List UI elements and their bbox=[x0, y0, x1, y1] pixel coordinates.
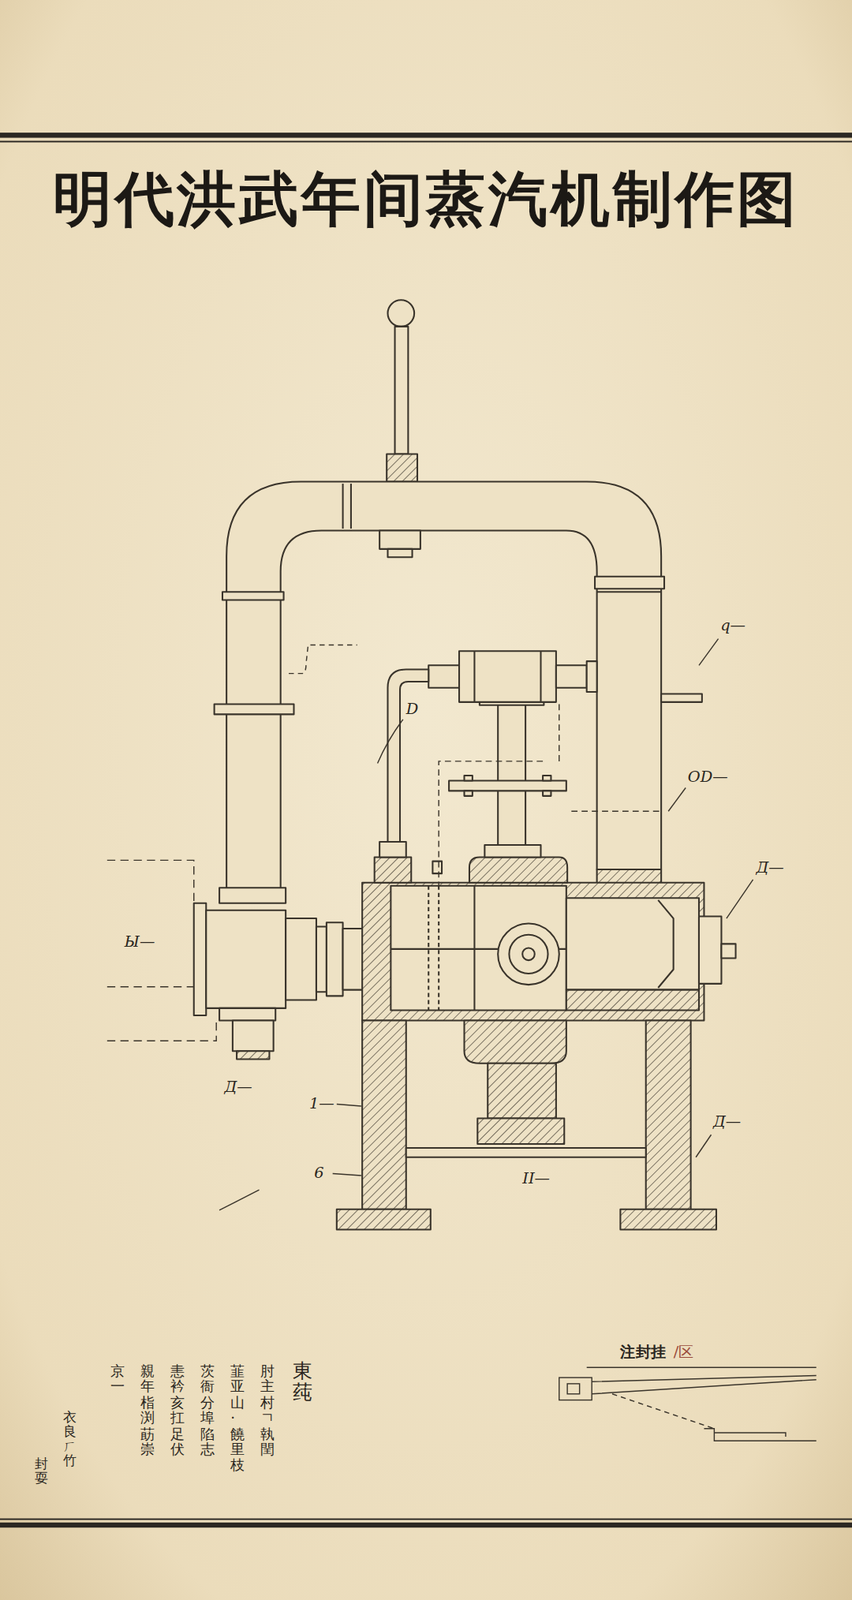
callout-letter: II— bbox=[522, 1171, 550, 1187]
callout-letter: OD— bbox=[687, 769, 729, 785]
note-column: 韮亚山·饒里枝 bbox=[230, 1363, 245, 1473]
callout-letter: q— bbox=[720, 618, 746, 634]
callout-letter: Д— bbox=[224, 1079, 253, 1095]
note-column: 京一 bbox=[110, 1363, 125, 1395]
sketch-note: 注封挂 bbox=[620, 1345, 666, 1361]
callout-letter: Ы— bbox=[124, 934, 155, 950]
callout-letter: Д— bbox=[713, 1113, 741, 1129]
drawing-title: 明代洪武年间蒸汽机制作图 bbox=[0, 169, 852, 229]
callout-number: 1— bbox=[309, 1095, 335, 1111]
callout-letter: D bbox=[406, 702, 419, 718]
note-column: 封耍 bbox=[34, 1457, 49, 1487]
note-column: 衣良ㄏ竹 bbox=[63, 1409, 77, 1469]
callout-letter: Д— bbox=[755, 859, 784, 875]
note-column: 親年栺渕莇崇 bbox=[140, 1363, 155, 1458]
note-column: 恚衿亥扛足伏 bbox=[170, 1363, 185, 1458]
note-column: 東莼 bbox=[292, 1360, 313, 1403]
note-column: 肘主村ㄱ執閏 bbox=[260, 1363, 275, 1458]
sketch-note: /区 bbox=[673, 1345, 695, 1361]
callout-number: 6 bbox=[313, 1165, 324, 1181]
note-column: 茨衙分埠陷志 bbox=[200, 1363, 215, 1458]
